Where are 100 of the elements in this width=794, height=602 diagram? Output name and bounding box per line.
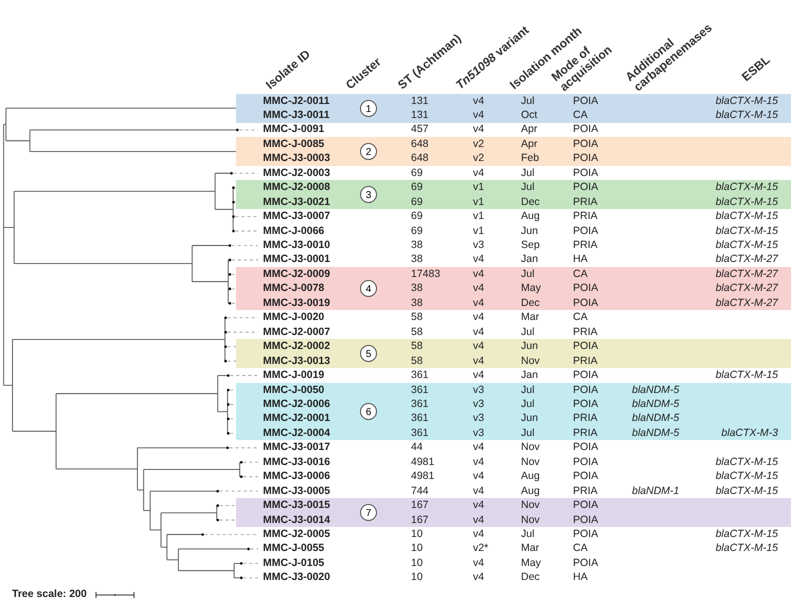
esbl-gene: blaCTX-M-15 bbox=[716, 369, 778, 382]
variant-value: v1 bbox=[473, 224, 484, 238]
isolate-id: MMC-J3-0020 bbox=[263, 571, 330, 584]
st-value: 69 bbox=[411, 196, 423, 209]
variant-value: v4 bbox=[473, 94, 484, 108]
acquisition-mode: POIA bbox=[573, 398, 598, 411]
acquisition-mode: POIA bbox=[573, 369, 598, 382]
isolate-id: MMC-J-0078 bbox=[263, 282, 324, 296]
variant-value: v3 bbox=[473, 426, 484, 440]
acquisition-mode: POIA bbox=[573, 384, 598, 396]
acquisition-mode: PRIA bbox=[573, 196, 598, 209]
esbl-gene: blaCTX-M-15 bbox=[716, 239, 778, 252]
variant-value: v4 bbox=[473, 514, 484, 527]
variant-value: v4 bbox=[473, 484, 484, 498]
month-value: Nov bbox=[521, 514, 540, 527]
isolate-id: MMC-J3-0021 bbox=[263, 196, 330, 209]
acquisition-mode: CA bbox=[573, 311, 588, 324]
month-value: Jan bbox=[521, 369, 538, 382]
variant-value: v2 bbox=[473, 138, 484, 151]
month-value: Sep bbox=[521, 239, 540, 252]
esbl-gene: blaCTX-M-27 bbox=[716, 268, 778, 281]
esbl-gene: blaCTX-M-15 bbox=[716, 108, 778, 122]
isolate-id: MMC-J-0055 bbox=[263, 542, 324, 556]
month-value: Nov bbox=[521, 354, 540, 368]
variant-value: v1 bbox=[473, 181, 484, 194]
isolate-id: MMC-J-0066 bbox=[263, 224, 324, 238]
esbl-gene: blaCTX-M-15 bbox=[716, 484, 778, 498]
variant-value: v4 bbox=[473, 441, 484, 454]
esbl-gene: blaCTX-M-15 bbox=[716, 94, 778, 108]
month-value: Jun bbox=[521, 224, 538, 238]
acquisition-mode: POIA bbox=[573, 456, 598, 469]
month-value: Jul bbox=[521, 528, 534, 541]
month-value: Jul bbox=[521, 398, 534, 411]
st-value: 38 bbox=[411, 296, 423, 310]
isolate-id: MMC-J2-0002 bbox=[263, 340, 330, 354]
acquisition-mode: HA bbox=[573, 253, 588, 266]
acquisition-mode: POIA bbox=[573, 470, 598, 484]
isolate-id: MMC-J3-0013 bbox=[263, 354, 330, 368]
acquisition-mode: CA bbox=[573, 108, 588, 122]
variant-value: v4 bbox=[473, 108, 484, 122]
st-value: 361 bbox=[411, 369, 429, 382]
isolate-id: MMC-J2-0004 bbox=[263, 426, 330, 440]
isolate-id: MMC-J3-0010 bbox=[263, 239, 330, 252]
month-value: Dec bbox=[521, 296, 540, 310]
st-value: 457 bbox=[411, 123, 429, 136]
acquisition-mode: POIA bbox=[573, 224, 598, 238]
st-value: 361 bbox=[411, 426, 429, 440]
st-value: 648 bbox=[411, 138, 429, 151]
month-value: Nov bbox=[521, 441, 540, 454]
acquisition-mode: POIA bbox=[573, 181, 598, 194]
st-value: 69 bbox=[411, 224, 423, 238]
isolate-id: MMC-J2-0001 bbox=[263, 412, 330, 426]
scale-label: Tree scale: 200 bbox=[12, 588, 87, 601]
month-value: Nov bbox=[521, 456, 540, 469]
acquisition-mode: POIA bbox=[573, 166, 598, 180]
st-value: 361 bbox=[411, 384, 429, 396]
variant-value: v2 bbox=[473, 152, 484, 166]
st-value: 744 bbox=[411, 484, 429, 498]
variant-value: v4 bbox=[473, 253, 484, 266]
variant-value: v3 bbox=[473, 398, 484, 411]
acquisition-mode: PRIA bbox=[573, 326, 598, 339]
st-value: 167 bbox=[411, 514, 429, 527]
month-value: Oct bbox=[521, 108, 538, 122]
variant-value: v4 bbox=[473, 311, 484, 324]
carbapenemase-gene: blaNDM-5 bbox=[632, 412, 680, 426]
month-value: Aug bbox=[521, 210, 540, 224]
variant-value: v4 bbox=[473, 470, 484, 484]
isolate-id: MMC-J-0020 bbox=[263, 311, 324, 324]
month-value: Mar bbox=[521, 542, 540, 556]
isolate-id: MMC-J2-0009 bbox=[263, 268, 330, 281]
month-value: Jul bbox=[521, 166, 534, 180]
carbapenemase-gene: blaNDM-5 bbox=[632, 426, 680, 440]
carbapenemase-gene: blaNDM-5 bbox=[632, 398, 680, 411]
st-value: 10 bbox=[411, 571, 423, 584]
isolate-id: MMC-J3-0015 bbox=[263, 499, 330, 512]
isolate-id: MMC-J3-0017 bbox=[263, 441, 330, 454]
variant-value: v4 bbox=[473, 354, 484, 368]
month-value: Mar bbox=[521, 311, 540, 324]
isolate-id: MMC-J3-0011 bbox=[263, 108, 330, 122]
variant-value: v1 bbox=[473, 196, 484, 209]
st-value: 58 bbox=[411, 354, 423, 368]
month-value: Jul bbox=[521, 181, 534, 194]
acquisition-mode: PRIA bbox=[573, 484, 598, 498]
isolate-id: MMC-J3-0007 bbox=[263, 210, 330, 224]
month-value: May bbox=[521, 282, 541, 296]
acquisition-mode: HA bbox=[573, 571, 588, 584]
month-value: Dec bbox=[521, 571, 540, 584]
variant-value: v4 bbox=[473, 528, 484, 541]
st-value: 131 bbox=[411, 94, 429, 108]
acquisition-mode: PRIA bbox=[573, 354, 598, 368]
acquisition-mode: POIA bbox=[573, 138, 598, 151]
variant-value: v1 bbox=[473, 210, 484, 224]
st-value: 58 bbox=[411, 311, 423, 324]
variant-value: v4 bbox=[473, 369, 484, 382]
variant-value: v2* bbox=[473, 542, 488, 556]
isolate-id: MMC-J2-0007 bbox=[263, 326, 330, 339]
acquisition-mode: CA bbox=[573, 268, 588, 281]
st-value: 69 bbox=[411, 210, 423, 224]
st-value: 17483 bbox=[411, 268, 440, 281]
st-value: 4981 bbox=[411, 470, 434, 484]
